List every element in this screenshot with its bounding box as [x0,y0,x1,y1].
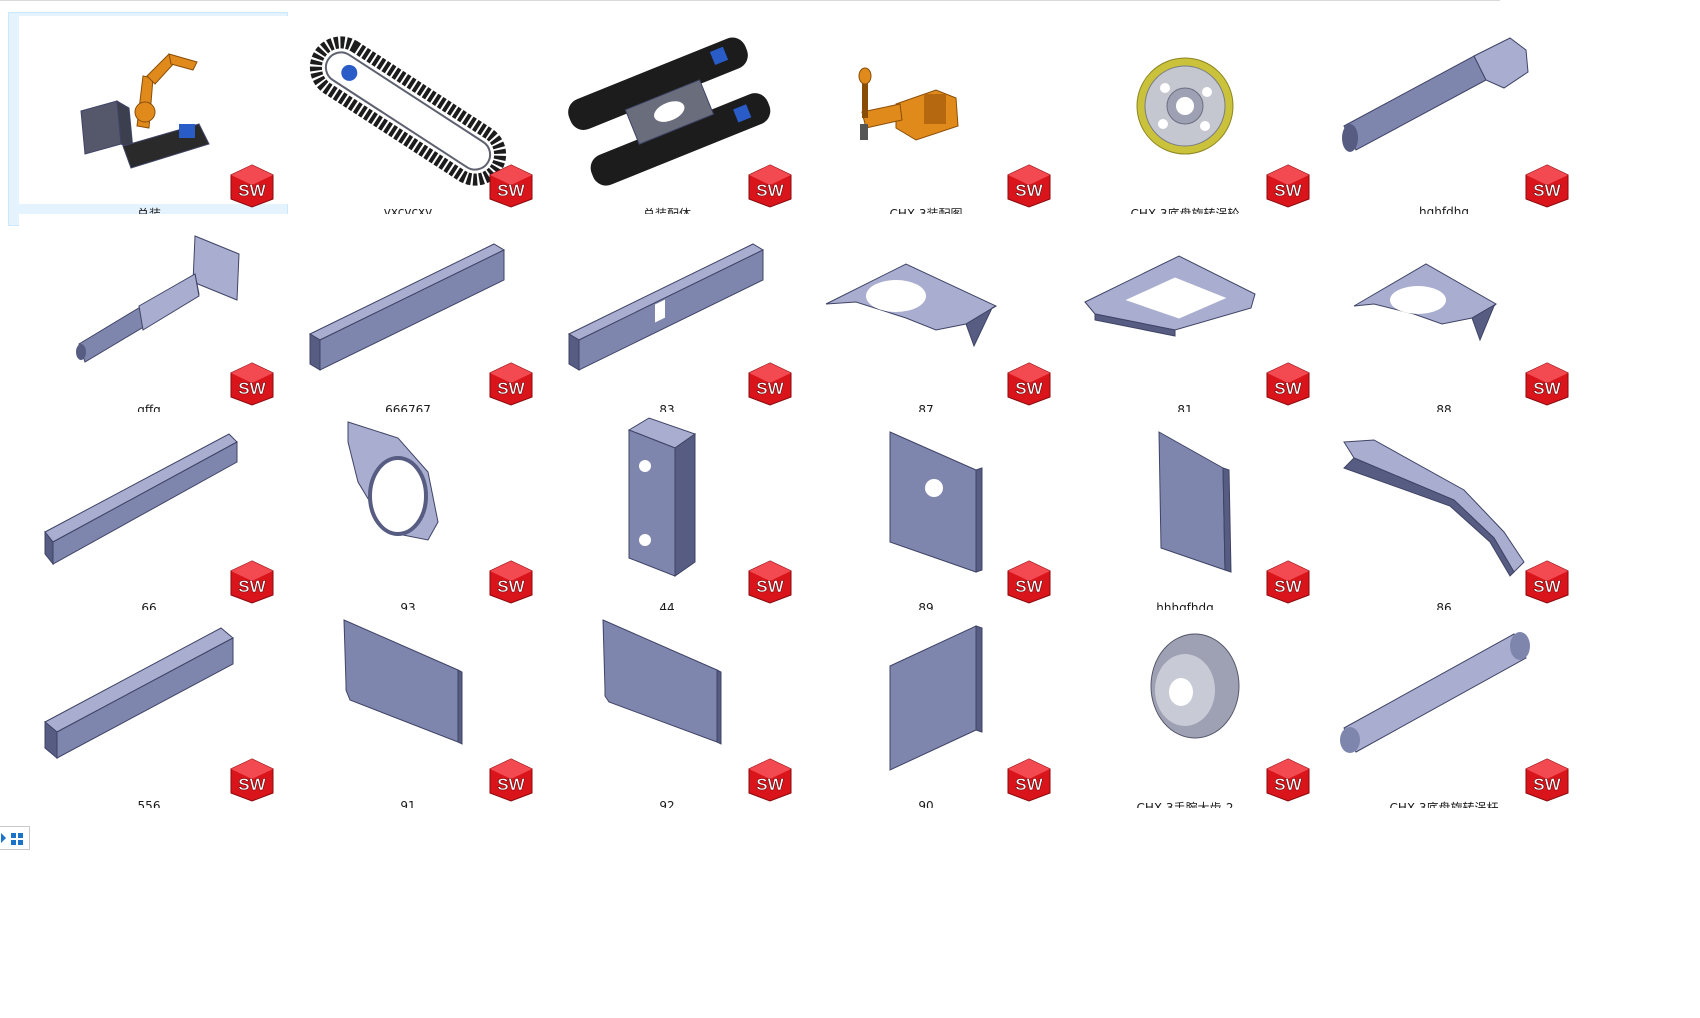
solidworks-badge-text: SW [756,181,784,200]
solidworks-badge-text: SW [238,577,266,596]
solidworks-icon: SW [1524,757,1570,803]
file-item[interactable] [1303,804,1583,1018]
file-item[interactable]: SW 92 [526,606,806,820]
file-thumbnail [796,808,1056,862]
solidworks-icon: SW [1006,559,1052,605]
file-thumbnail [19,808,279,862]
file-item[interactable]: SW gffg [8,210,288,424]
file-item[interactable]: SW CHX-3底盘旋转涡轮 [1044,12,1324,226]
solidworks-badge-text: SW [238,379,266,398]
file-thumbnail-grid: SW 总装 SW vxcvcxv [8,12,1583,820]
file-item[interactable]: SW 556 [8,606,288,820]
solidworks-badge-text: SW [1274,379,1302,398]
file-item[interactable]: SW 44 [526,408,806,622]
solidworks-badge-text: SW [1274,775,1302,794]
solidworks-icon: SW [488,559,534,605]
solidworks-icon: SW [488,163,534,209]
solidworks-badge-text: SW [1015,181,1043,200]
solidworks-icon: SW [1265,163,1311,209]
solidworks-icon: SW [1006,361,1052,407]
solidworks-icon: SW [747,361,793,407]
file-item[interactable] [1044,804,1324,1018]
file-item[interactable]: SW CHX-3手腕大齿-2 [1044,606,1324,820]
solidworks-icon: SW [747,559,793,605]
file-thumbnail [1055,412,1315,600]
solidworks-badge-text: SW [497,181,525,200]
solidworks-badge-text: SW [756,577,784,596]
file-thumbnail [537,214,797,402]
solidworks-icon: SW [1265,757,1311,803]
file-item[interactable]: SW 83 [526,210,806,424]
solidworks-badge-text: SW [1533,577,1561,596]
view-toggle[interactable] [0,826,30,850]
file-thumbnail [1314,808,1574,862]
solidworks-icon: SW [488,361,534,407]
solidworks-icon: SW [1265,559,1311,605]
solidworks-icon: SW [1524,559,1570,605]
file-thumbnail [1055,808,1315,862]
solidworks-badge-text: SW [1015,577,1043,596]
solidworks-icon: SW [1006,163,1052,209]
solidworks-badge-text: SW [1533,181,1561,200]
solidworks-badge-text: SW [497,379,525,398]
expand-chevron-icon[interactable] [1,833,6,843]
solidworks-icon: SW [747,757,793,803]
solidworks-badge-text: SW [238,775,266,794]
file-item[interactable] [8,804,288,1018]
solidworks-icon: SW [229,361,275,407]
solidworks-badge-text: SW [1015,775,1043,794]
file-item[interactable] [526,804,806,1018]
file-item[interactable]: SW 91 [267,606,547,820]
file-item[interactable]: SW vxcvcxv [267,12,547,226]
file-item[interactable]: SW 66 [8,408,288,622]
file-item[interactable] [785,804,1065,1018]
file-item[interactable]: SW 88 [1303,210,1583,424]
solidworks-icon: SW [1265,361,1311,407]
solidworks-badge-text: SW [1274,577,1302,596]
file-thumbnail [537,16,797,204]
solidworks-badge-text: SW [1015,379,1043,398]
solidworks-badge-text: SW [756,775,784,794]
file-item[interactable]: SW CHX-3底盘旋转涡杆 [1303,606,1583,820]
file-item[interactable] [267,804,547,1018]
file-item[interactable]: SW 90 [785,606,1065,820]
file-thumbnail [278,808,538,862]
file-thumbnail [537,808,797,862]
file-item[interactable]: SW 总装配体 [526,12,806,226]
large-icons-view-icon[interactable] [11,833,23,845]
file-item[interactable]: SW 81 [1044,210,1324,424]
solidworks-badge-text: SW [1274,181,1302,200]
file-thumbnail [19,214,279,402]
file-item[interactable]: SW hghfdhg [1303,12,1583,226]
file-item[interactable]: SW 总装 [8,12,288,226]
solidworks-badge-text: SW [756,379,784,398]
solidworks-icon: SW [1524,361,1570,407]
file-item[interactable]: SW CHX-3装配图 [785,12,1065,226]
solidworks-icon: SW [747,163,793,209]
file-item[interactable]: SW 666767 [267,210,547,424]
file-item[interactable]: SW 89 [785,408,1065,622]
file-item[interactable]: SW hhhgfhdg [1044,408,1324,622]
solidworks-badge-text: SW [497,577,525,596]
solidworks-icon: SW [229,757,275,803]
solidworks-badge-text: SW [238,181,266,200]
file-item[interactable]: SW 93 [267,408,547,622]
file-item[interactable]: SW 86 [1303,408,1583,622]
file-item[interactable]: SW 87 [785,210,1065,424]
solidworks-badge-text: SW [1533,379,1561,398]
file-thumbnail [1314,610,1574,798]
solidworks-icon: SW [1006,757,1052,803]
solidworks-icon: SW [1524,163,1570,209]
solidworks-badge-text: SW [1533,775,1561,794]
solidworks-icon: SW [229,163,275,209]
solidworks-badge-text: SW [497,775,525,794]
solidworks-icon: SW [488,757,534,803]
solidworks-icon: SW [229,559,275,605]
top-divider [0,0,1500,1]
